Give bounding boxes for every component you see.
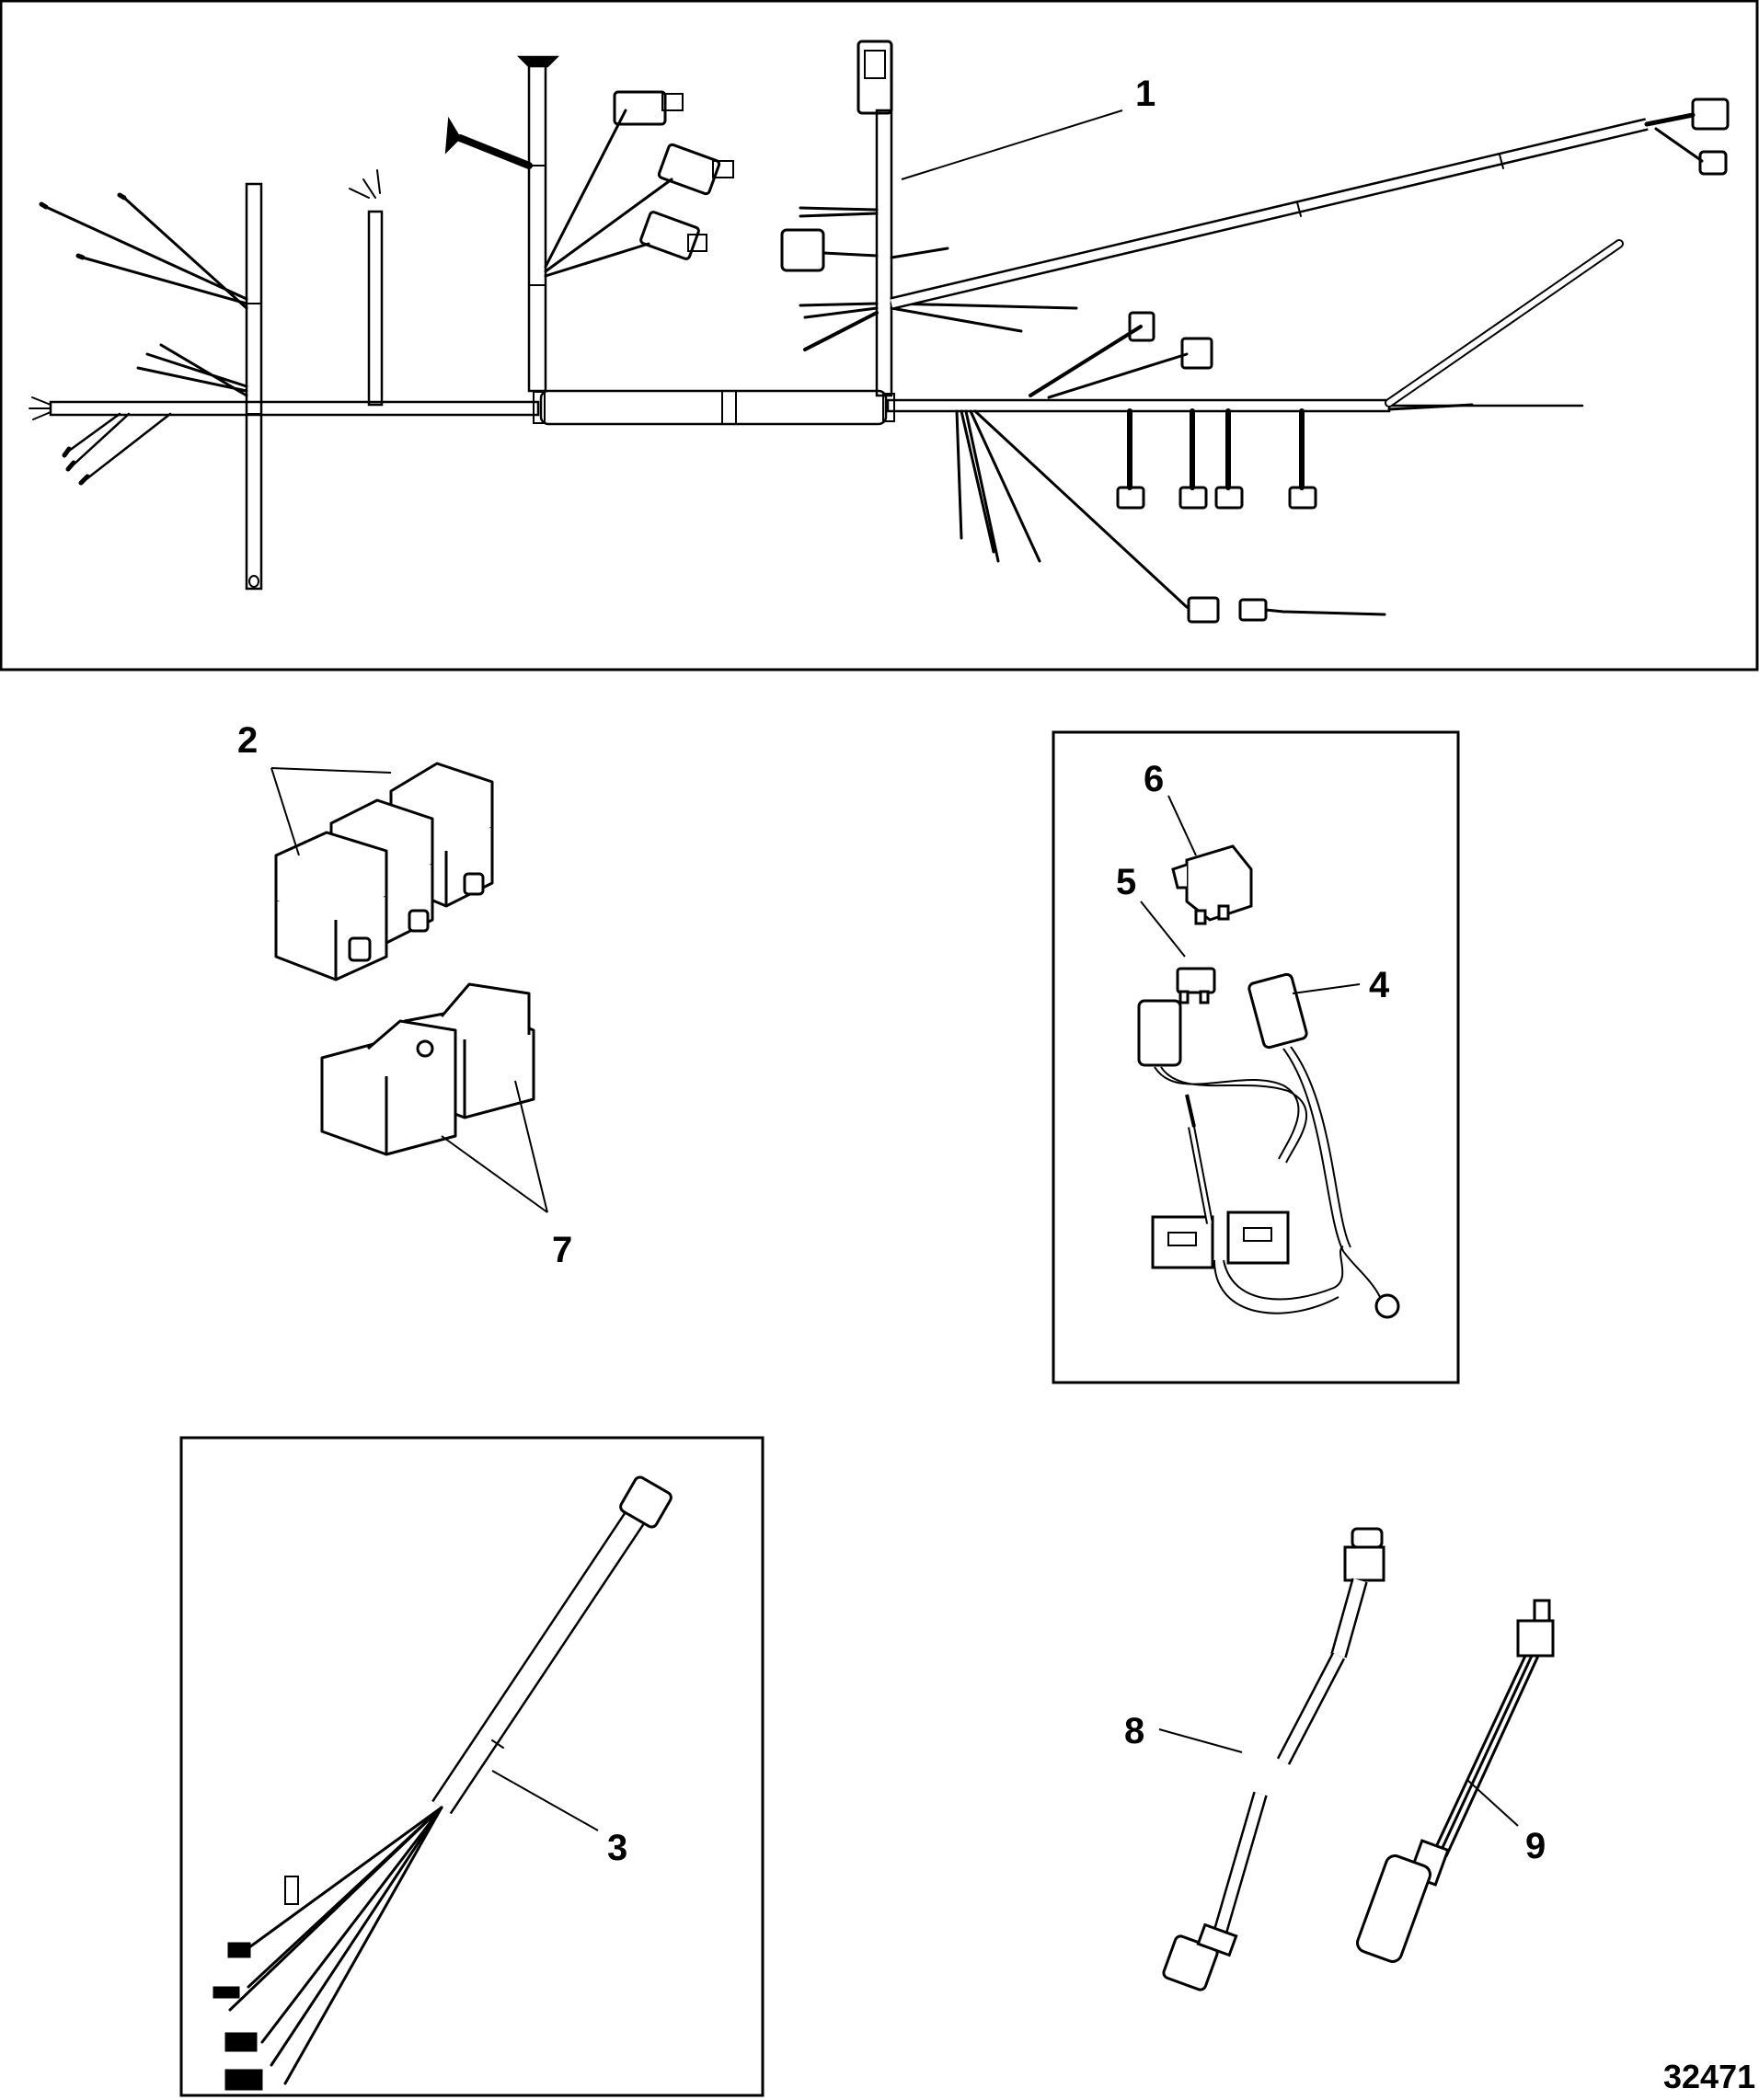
callout-6-leader <box>1167 795 1197 856</box>
callout-5-leader <box>1140 901 1186 958</box>
callout-3: 3 <box>607 1828 627 1868</box>
callout-4: 4 <box>1369 965 1390 1005</box>
main-harness <box>29 40 1730 624</box>
callout-2-leader-a <box>270 767 300 856</box>
harness-3-panel: 3 <box>179 1436 765 2097</box>
callout-9-leader <box>1466 1779 1519 1827</box>
fuse-5 <box>1176 967 1216 1004</box>
mini-relay-front <box>320 1019 457 1156</box>
callout-1: 1 <box>1135 74 1155 114</box>
callout-3-leader <box>491 1770 599 1831</box>
sensor-8 <box>1162 1527 1385 1991</box>
callout-2-leader-b <box>270 767 392 774</box>
callout-7-leader-a <box>441 1135 548 1213</box>
panel-1-border <box>0 0 1759 671</box>
panel-3-border <box>179 1436 765 2097</box>
callout-6: 6 <box>1144 759 1164 799</box>
callout-8-leader <box>1158 1728 1243 1753</box>
callout-8: 8 <box>1124 1711 1144 1751</box>
relay-front <box>274 831 388 981</box>
sub-harness-panel: 6 5 4 <box>1052 730 1460 1384</box>
callout-1-leader <box>901 109 1123 180</box>
callout-9: 9 <box>1525 1826 1546 1866</box>
relay-group <box>274 762 494 981</box>
panel-4-border <box>1052 730 1460 1384</box>
callout-4-leader <box>1292 983 1361 994</box>
mini-relay-group <box>320 982 535 1156</box>
callout-5: 5 <box>1116 862 1136 902</box>
main-harness-panel: 1 <box>0 0 1759 671</box>
callout-2: 2 <box>237 720 258 761</box>
sub-harness-4 <box>1137 972 1400 1319</box>
callout-7-leader-b <box>514 1080 548 1213</box>
figure-id: 32471 <box>1663 2058 1755 2095</box>
relay-6 <box>1171 844 1253 925</box>
harness-3 <box>213 1475 673 2091</box>
callout-7: 7 <box>552 1230 572 1270</box>
sensor-9 <box>1356 1599 1555 1963</box>
